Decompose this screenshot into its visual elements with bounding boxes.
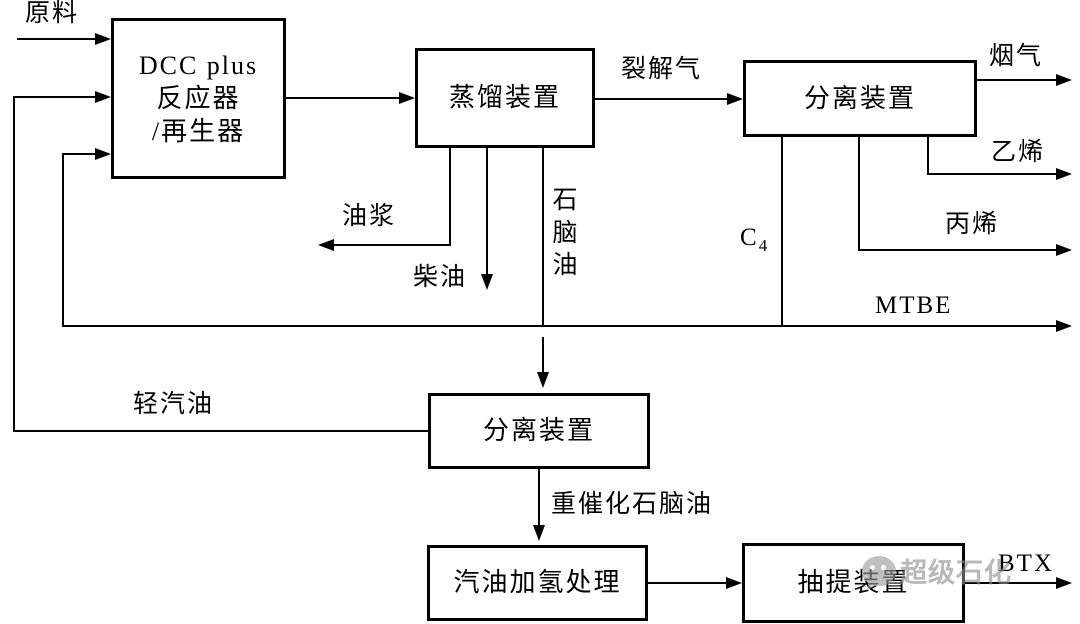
c4-recycle-arrowhead-icon — [95, 148, 111, 160]
hydrotreating-box-label: 汽油加氢处理 — [453, 568, 622, 598]
light-gasoline-arrowhead-icon — [95, 91, 111, 103]
c4-recycle-line-vertical — [62, 153, 64, 327]
cracked-gas-arrowhead-icon — [727, 93, 743, 105]
box-distillation-unit: 蒸馏装置 — [415, 48, 595, 148]
ethylene-line-horizontal — [927, 173, 1056, 175]
mtbe-line — [62, 325, 1056, 327]
heavy-cat-naphtha-line — [538, 469, 540, 525]
stream-label-oil-slurry: 油浆 — [342, 203, 397, 230]
diesel-line — [486, 148, 488, 274]
heavy-cat-naphtha-arrowhead-icon — [533, 525, 545, 541]
dcc-box-label-line1: DCC plus — [138, 50, 259, 80]
ethylene-arrowhead-icon — [1056, 168, 1072, 180]
c4-line-vertical — [781, 137, 783, 327]
oil-slurry-line-horizontal — [334, 244, 451, 246]
stream-label-diesel: 柴油 — [413, 264, 468, 291]
c4-recycle-line-top — [62, 153, 95, 155]
dcc-box-label-line2: 反应器 — [156, 83, 241, 113]
naphtha-line-lower — [542, 337, 544, 372]
flue-gas-line — [977, 79, 1056, 81]
stream-label-naphtha: 石脑油 — [552, 187, 578, 279]
stream-label-btx: BTX — [998, 550, 1054, 577]
c4-subscript: 4 — [758, 236, 768, 255]
naphtha-line-upper — [542, 148, 544, 325]
stream-label-light-gasoline: 轻汽油 — [133, 391, 215, 418]
feed-arrowhead-icon — [95, 33, 111, 45]
distillation-box-label: 蒸馏装置 — [448, 83, 561, 113]
stream-label-propylene: 丙烯 — [945, 211, 1000, 238]
mtbe-arrowhead-icon — [1056, 320, 1072, 332]
propylene-arrowhead-icon — [1056, 244, 1072, 256]
box-gasoline-hydrotreating: 汽油加氢处理 — [427, 545, 648, 621]
light-gasoline-line-vertical — [13, 96, 15, 432]
watermark: 超级石化 — [862, 551, 1012, 591]
btx-arrowhead-icon — [1056, 577, 1072, 589]
stream-label-flue-gas: 烟气 — [989, 43, 1044, 70]
propylene-line-horizontal — [858, 249, 1056, 251]
stream-label-mtbe: MTBE — [875, 292, 953, 319]
light-gasoline-line-bottom — [13, 430, 428, 432]
watermark-text: 超级石化 — [900, 558, 1012, 588]
stream-label-c4: C4 — [740, 224, 767, 256]
hydrotreating-to-extraction-arrowhead-icon — [726, 577, 742, 589]
hydrotreating-to-extraction-line — [648, 582, 726, 584]
box-extraction-unit: 抽提装置 — [742, 543, 965, 623]
ethylene-line-vertical — [927, 137, 929, 175]
c4-symbol: C — [740, 224, 759, 251]
box-separation-unit-gas: 分离装置 — [743, 60, 977, 137]
light-gasoline-line-top — [13, 96, 95, 98]
naphtha-arrowhead-icon — [537, 372, 549, 388]
box-separation-unit-gasoline: 分离装置 — [428, 393, 650, 469]
separation-gasoline-box-label: 分离装置 — [482, 416, 595, 446]
btx-line — [965, 582, 1056, 584]
dcc-box-label-line3: /再生器 — [151, 117, 246, 147]
oil-slurry-arrowhead-icon — [318, 239, 334, 251]
dcc-to-distillation-arrowhead-icon — [399, 92, 415, 104]
stream-label-heavy-cat-naphtha: 重催化石脑油 — [551, 491, 714, 518]
cracked-gas-line — [595, 98, 727, 100]
feed-line — [17, 38, 95, 40]
dcc-to-distillation-line — [286, 97, 399, 99]
box-dcc-reactor-regenerator: DCC plus 反应器 /再生器 — [111, 18, 286, 179]
oil-slurry-line-vertical — [449, 148, 451, 245]
propylene-line-vertical — [858, 137, 860, 251]
stream-label-ethylene: 乙烯 — [991, 139, 1046, 166]
separation-gas-box-label: 分离装置 — [803, 83, 916, 113]
chat-bubble-icon — [862, 555, 896, 591]
stream-label-feed: 原料 — [25, 0, 80, 27]
diesel-arrowhead-icon — [481, 274, 493, 290]
stream-label-cracked-gas: 裂解气 — [621, 56, 703, 83]
flue-gas-arrowhead-icon — [1056, 74, 1072, 86]
